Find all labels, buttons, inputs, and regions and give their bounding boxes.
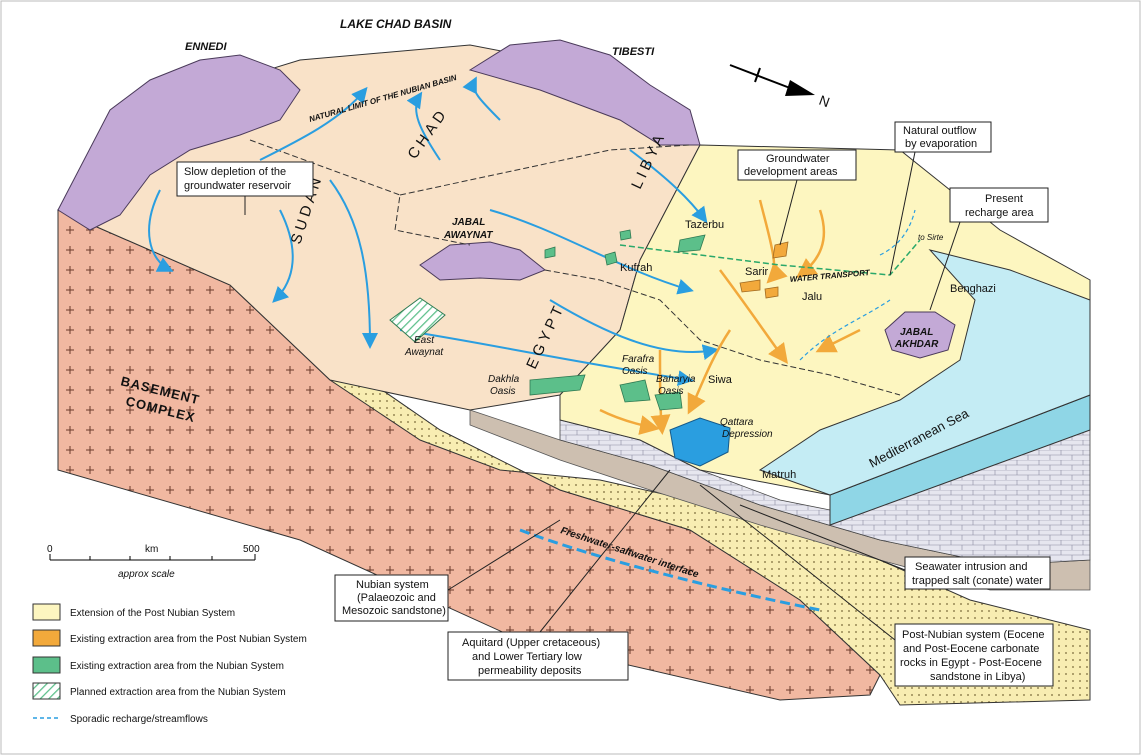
svg-text:Natural outflow: Natural outflow (903, 125, 976, 137)
callout-aquitard: Aquitard (Upper cretaceous) and Lower Te… (447, 469, 671, 681)
place-east-awaynat-1: East (414, 335, 435, 346)
north-arrow (729, 64, 815, 96)
svg-text:Slow depletion of the: Slow depletion of the (184, 166, 286, 178)
place-siwa: Siwa (708, 374, 733, 386)
post-nubian-extraction-areas (739, 241, 789, 299)
legend-swatch-planned-extraction (32, 682, 61, 700)
libya-egypt-border (544, 269, 901, 396)
svg-text:and Lower Tertiary low: and Lower Tertiary low (472, 651, 582, 663)
place-jalu: Jalu (802, 291, 822, 303)
legend-label-0: Extension of the Post Nubian System (70, 608, 235, 619)
callout-seawater-intrusion: Seawater intrusion and trapped salt (con… (739, 504, 1051, 590)
scale-label-max: 500 (243, 544, 260, 555)
place-farafra-1: Farafra (622, 354, 655, 365)
scale-label-mid: km (145, 544, 158, 555)
place-dakhla-1: Dakhla (488, 374, 520, 385)
svg-text:permeability deposits: permeability deposits (478, 665, 582, 677)
svg-text:Present: Present (985, 193, 1023, 205)
callout-nubian-system: Nubian system (Palaeozoic and Mesozoic s… (334, 519, 561, 622)
svg-text:sandstone in Libya): sandstone in Libya) (930, 671, 1025, 683)
planned-extraction-east-awaynat (389, 297, 446, 343)
callout-slow-depletion: Slow depletion of the groundwater reserv… (176, 161, 314, 215)
place-qattara-2: Depression (722, 429, 773, 440)
label-lake-chad-basin: LAKE CHAD BASIN (340, 17, 452, 31)
legend-swatch-post-nubian (32, 603, 61, 621)
scale-bar: 0 km 500 approx scale (47, 544, 260, 580)
nubian-extraction-areas (529, 229, 706, 411)
place-farafra-2: Oasis (622, 366, 648, 377)
label-tibesti: TIBESTI (612, 46, 655, 58)
legend-swatch-nubian-extraction (32, 656, 61, 674)
label-ennedi: ENNEDI (185, 41, 228, 53)
place-baharyia-1: Baharyia (656, 374, 696, 385)
jabal-akhdar-mountain (884, 311, 956, 359)
svg-text:trapped salt (conate) water: trapped salt (conate) water (912, 575, 1043, 587)
groundwater-flow-arrows (148, 76, 719, 387)
callout-natural-outflow: Natural outflow by evaporation (889, 121, 992, 276)
svg-text:(Palaeozoic and: (Palaeozoic and (357, 592, 436, 604)
legend-label-1: Existing extraction area from the Post N… (70, 634, 307, 645)
place-kufrah: Kufrah (620, 262, 652, 274)
mediterranean-sea (758, 249, 1091, 496)
legend-label-4: Sporadic recharge/streamflows (70, 714, 208, 725)
scale-label-min: 0 (47, 544, 53, 555)
place-east-awaynat-2: Awaynat (404, 347, 444, 358)
place-qattara-1: Qattara (720, 417, 754, 428)
label-jabal-awaynat-2: AWAYNAT (443, 230, 493, 241)
ennedi-mountains (57, 54, 301, 231)
svg-text:by evaporation: by evaporation (905, 138, 977, 150)
label-jabal-akhdar-2: AKHDAR (894, 339, 939, 350)
nubian-sandstone-layer (229, 284, 1091, 706)
label-jabal-awaynat-1: JABAL (452, 217, 485, 228)
legend-swatch-post-nubian-extraction (32, 629, 61, 647)
legend-label-2: Existing extraction area from the Nubian… (70, 661, 284, 672)
callout-post-nubian: Post-Nubian system (Eocene and Post-Eoce… (699, 484, 1054, 687)
scale-caption: approx scale (118, 569, 175, 580)
callout-gw-development: Groundwater development areas (737, 149, 857, 246)
place-dakhla-2: Oasis (490, 386, 516, 397)
svg-text:development areas: development areas (744, 166, 838, 178)
sporadic-recharge-stream-2 (799, 299, 891, 361)
svg-text:Seawater intrusion and: Seawater intrusion and (915, 561, 1028, 573)
svg-text:Post-Nubian system (Eocene: Post-Nubian system (Eocene (902, 629, 1044, 641)
freshwater-saltwater-interface-line (519, 528, 821, 612)
svg-text:Groundwater: Groundwater (766, 153, 830, 165)
svg-text:rocks in Egypt - Post-Eocene: rocks in Egypt - Post-Eocene (900, 657, 1042, 669)
tibesti-mountains (468, 39, 701, 146)
svg-text:groundwater reservoir: groundwater reservoir (184, 180, 291, 192)
svg-text:Mesozoic sandstone): Mesozoic sandstone) (342, 605, 446, 617)
label-jabal-akhdar-1: JABAL (900, 327, 933, 338)
sporadic-recharge-stream (879, 209, 916, 256)
place-tazerbu: Tazerbu (685, 219, 724, 231)
qattara-depression (669, 417, 731, 467)
svg-text:recharge area: recharge area (965, 207, 1034, 219)
place-benghazi: Benghazi (950, 283, 996, 295)
place-to-sirte: to Sirte (918, 233, 944, 242)
legend: Extension of the Post Nubian System Exis… (32, 603, 307, 725)
place-matruh: Matruh (762, 469, 796, 481)
post-nubian-flow-arrows (599, 199, 861, 435)
place-baharyia-2: Oasis (658, 386, 684, 397)
legend-label-3: Planned extraction area from the Nubian … (70, 687, 286, 698)
place-sarir: Sarir (745, 266, 769, 278)
svg-text:Nubian system: Nubian system (356, 579, 429, 591)
svg-text:and Post-Eocene carbonate: and Post-Eocene carbonate (903, 643, 1039, 655)
callout-present-recharge: Present recharge area (929, 187, 1049, 311)
svg-text:Aquitard (Upper cretaceous): Aquitard (Upper cretaceous) (462, 637, 600, 649)
